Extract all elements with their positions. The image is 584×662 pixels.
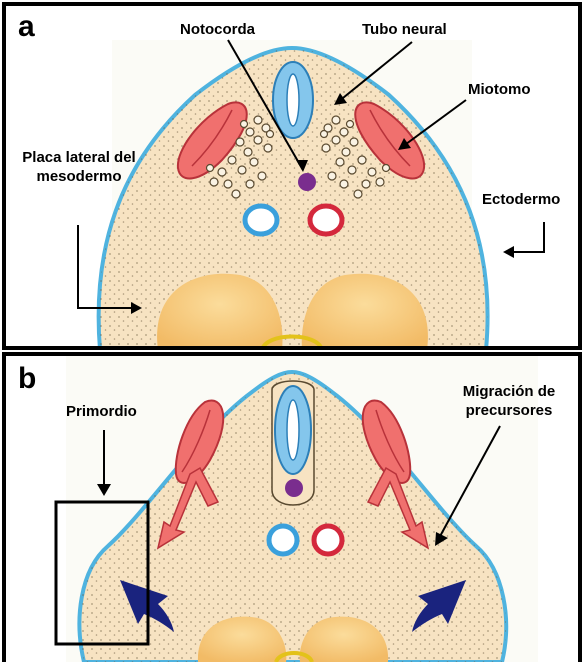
panel-b-letter: b <box>18 364 36 394</box>
label-migracion: Migración de precursores <box>444 382 574 420</box>
aorta-right <box>310 206 342 234</box>
aorta-left-b <box>269 526 297 554</box>
notochord <box>298 173 316 191</box>
label-tubo-neural: Tubo neural <box>362 20 447 39</box>
aorta-right-b <box>314 526 342 554</box>
panel-b: b Primordio Migración de precursores <box>0 350 584 662</box>
label-placa-lateral: Placa lateral del mesodermo <box>20 148 138 186</box>
notochord-b <box>285 479 303 497</box>
panel-a-letter: a <box>18 12 35 42</box>
label-ectodermo: Ectodermo <box>482 190 560 209</box>
label-notocorda: Notocorda <box>180 20 255 39</box>
panel-a: a Notocorda Tubo neural Miotomo Placa la… <box>0 0 584 350</box>
label-primordio: Primordio <box>66 402 137 421</box>
label-miotomo: Miotomo <box>468 80 530 99</box>
aorta-left <box>245 206 277 234</box>
